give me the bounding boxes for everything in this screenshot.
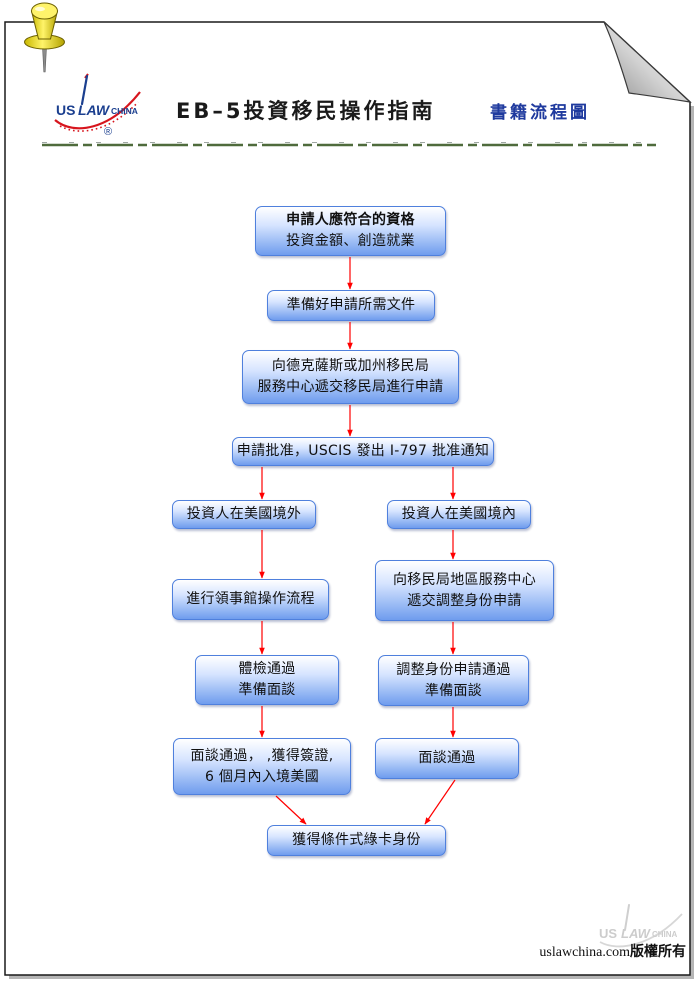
page-subtitle: 書籍流程圖 [490,103,590,123]
step-medical-exam: 體檢通過 準備面談 [195,655,339,705]
watermark-l-stem [624,904,630,931]
step-approval-notice: 申請批准，USCIS 發出 I-797 批准通知 [232,437,494,466]
sheet [4,21,691,976]
logo-us: US [56,102,75,118]
pushpin-head [31,2,58,20]
step-adjust-approved: 調整身份申請通過 準備面談 [378,655,529,706]
logo-law: LAW [78,102,111,118]
branch-outside-us: 投資人在美國境外 [172,500,316,529]
header-separator [42,142,656,147]
page-title: EB–5投資移民操作指南 [176,99,436,123]
step-consular-processing: 進行領事館操作流程 [172,579,329,620]
step-interview-passed-label: 面談通過 [418,750,476,766]
pushpin-icon [24,2,65,73]
step-file-petition: 向德克薩斯或加州移民局 服務中心遞交移民局進行申請 [242,350,459,404]
step-file-petition-line1: 向德克薩斯或加州移民局 [271,358,430,374]
step-visa-issued-line2: 6 個月內入境美國 [204,768,320,785]
watermark-law: LAW [621,926,652,941]
step-qualification-heading: 申請人應符合的資格 [286,212,415,228]
step-interview-passed: 面談通過 [375,738,519,779]
step-adjust-status: 向移民局地區服務中心 遞交調整身份申請 [375,560,554,621]
step-adjust-status-line2: 遞交調整身份申請 [407,592,522,609]
step-file-petition-line2: 服務中心遞交移民局進行申請 [257,379,444,395]
step-medical-exam-line2: 準備面談 [238,682,296,698]
uslawchina-watermark: US LAW CHINA [599,904,683,948]
logo-l-stem [80,74,89,106]
watermark-us: US [599,926,617,941]
step-adjust-approved-line2: 準備面談 [424,682,483,699]
footer-site: uslawchina.com [539,945,630,960]
step-adjust-status-line1: 向移民局地區服務中心 [393,571,536,588]
pushpin-needle [42,46,47,73]
branch-inside-us-label: 投資人在美國境內 [401,506,517,522]
step-visa-issued-line1: 面談通過， ,獲得簽證, [190,747,334,764]
watermark-swoosh [599,913,683,948]
step-adjust-approved-line1: 調整身份申請通過 [396,661,511,678]
branch-inside-us: 投資人在美國境內 [387,500,531,529]
folded-corner [603,21,692,103]
step-prepare-documents-label: 準備好申請所需文件 [286,297,416,313]
branch-outside-us-label: 投資人在美國境外 [186,506,302,522]
logo-registered-mark: ® [104,126,112,138]
step-qualification-detail: 投資金額、創造就業 [286,233,415,249]
copyright-footer: uslawchina.com版權所有 [539,944,686,962]
watermark-china: CHINA [652,930,678,939]
step-medical-exam-line1: 體檢通過 [238,661,296,677]
step-approval-notice-label: 申請批准，USCIS 發出 I-797 批准通知 [236,443,490,459]
step-conditional-green-card-label: 獲得條件式綠卡身份 [292,832,421,848]
logo-china: CHINA [111,106,138,116]
logo-swoosh [54,91,141,130]
step-prepare-documents: 準備好申請所需文件 [267,290,435,321]
pushpin-highlight [35,6,45,12]
footer-rights: 版權所有 [630,945,686,960]
step-qualification: 申請人應符合的資格 投資金額、創造就業 [255,206,446,256]
uslawchina-logo: US LAW CHINA ® [54,73,141,138]
step-visa-issued: 面談通過， ,獲得簽證, 6 個月內入境美國 [173,738,351,795]
step-consular-processing-label: 進行領事館操作流程 [186,591,315,607]
step-conditional-green-card: 獲得條件式綠卡身份 [267,825,446,856]
